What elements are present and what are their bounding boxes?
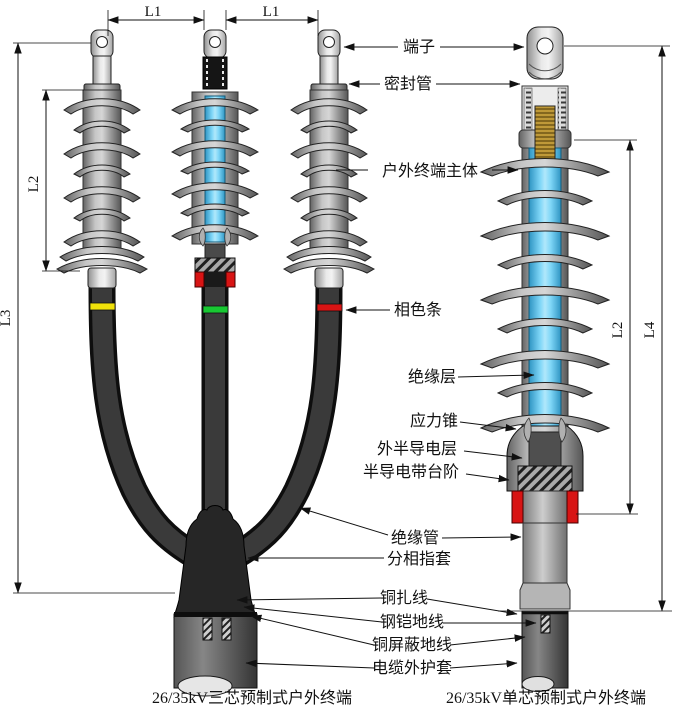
label-outdoor-terminal-body: 户外终端主体 (382, 162, 478, 180)
caption-three-core: 26/35kV三芯预制式户外终端 (152, 689, 352, 707)
phase-b-termination-cutaway (171, 29, 259, 288)
label-outer-semiconductive-layer: 外半导电层 (377, 440, 457, 458)
label-copper-shield-earth-wire: 铜屏蔽地线 (372, 636, 452, 654)
callout-cable-outer-sheath: 电缆外护套 (245, 659, 518, 677)
callout-steel-armour-earth-wire: 钢铠地线 (243, 604, 537, 631)
dim-l1-right: L1 (263, 4, 280, 20)
callout-copper-binding-wire: 铜扎线 (236, 589, 518, 616)
callout-insulation-layer: 绝缘层 (408, 368, 535, 386)
cable-cut-face (177, 675, 233, 697)
semicon-tape-step (517, 465, 573, 492)
label-semiconductive-tape-step: 半导电带台阶 (363, 463, 459, 481)
dimension-l3: L3 (0, 42, 175, 594)
base-cap (314, 267, 344, 289)
red-seal-band (194, 271, 205, 288)
callout-sealing-tube: 密封管 (348, 75, 521, 93)
label-phase-color-strip: 相色条 (394, 301, 442, 319)
binding-wire-detail (540, 614, 551, 634)
dim-l2-right: L2 (610, 322, 626, 339)
label-sealing-tube: 密封管 (384, 75, 432, 93)
main-cable (173, 613, 258, 689)
stress-cone-lip (523, 417, 532, 443)
lug-hole (323, 36, 335, 48)
lug-stem (319, 55, 339, 87)
outer-semicon (204, 243, 226, 259)
dim-l4: L4 (642, 321, 658, 338)
conductor (534, 105, 556, 167)
callout-terminal: 端子 (343, 38, 525, 56)
phase-band-yellow (89, 302, 116, 311)
stress-cone-lip (198, 227, 206, 247)
red-seal-band (511, 490, 524, 524)
label-terminal: 端子 (403, 38, 435, 56)
callout-outer-semiconductive-layer: 外半导电层 (377, 440, 523, 461)
semicon-tape-step (194, 257, 236, 273)
label-phase-breakout-boot: 分相指套 (387, 550, 451, 568)
label-copper-binding-wire: 铜扎线 (380, 589, 428, 607)
stress-cone-lip (224, 227, 232, 247)
insulation-tube (522, 522, 568, 584)
dimension-l2-left: L2 (26, 89, 84, 272)
dim-l2-left: L2 (26, 176, 42, 193)
cable-cut-face (521, 676, 555, 692)
dimension-l1: L1 L1 (107, 4, 319, 36)
label-insulation-tube: 绝缘管 (391, 529, 439, 547)
outer-semicon (528, 431, 562, 467)
label-steel-armour-earth-wire: 钢铠地线 (380, 613, 444, 631)
lug-hole (536, 37, 554, 55)
callout-phase-breakout-boot: 分相指套 (247, 550, 451, 568)
dimension-l2-right: L2 (574, 139, 638, 515)
single-core-termination-cutaway (480, 26, 610, 692)
three-core-termination (56, 29, 375, 697)
callouts: 端子 密封管 户外终端主体 相色条 绝缘层 应力锥 外半导电层 (236, 38, 537, 677)
label-cable-outer-sheath: 电缆外护套 (372, 659, 452, 677)
lug-hole (96, 36, 108, 48)
binding-wire-detail (202, 617, 213, 641)
insulation-core-blue (204, 95, 226, 243)
dim-l3: L3 (0, 310, 14, 327)
callout-semiconductive-tape-step: 半导电带台阶 (363, 463, 510, 483)
lug-hole (209, 36, 221, 48)
binding-wire-detail (221, 617, 232, 641)
phase-c-termination (283, 29, 375, 289)
caption-single-core: 26/35kV单芯预制式户外终端 (446, 689, 646, 707)
red-seal-band (566, 490, 579, 524)
label-stress-cone: 应力锥 (410, 411, 458, 430)
breakout-boot-and-cable (173, 505, 258, 697)
phase-a-termination (56, 29, 148, 289)
base-cap (87, 267, 117, 289)
phase-band-green (202, 305, 229, 314)
phase-cables (88, 284, 343, 566)
dim-l1-left: L1 (145, 4, 162, 20)
stress-cone-lip (558, 417, 567, 443)
lug-stem (92, 55, 112, 87)
callout-stress-cone: 应力锥 (410, 411, 517, 432)
phase-band-red (316, 303, 343, 312)
red-seal-band (225, 271, 236, 288)
callout-insulation-tube: 绝缘管 (299, 507, 522, 547)
dimension-l4: L4 (498, 45, 672, 612)
callout-outdoor-terminal-body: 户外终端主体 (336, 162, 519, 180)
callout-copper-shield-earth-wire: 铜屏蔽地线 (250, 614, 526, 654)
callout-phase-color-strip: 相色条 (345, 301, 442, 319)
label-insulation-layer: 绝缘层 (408, 368, 456, 386)
